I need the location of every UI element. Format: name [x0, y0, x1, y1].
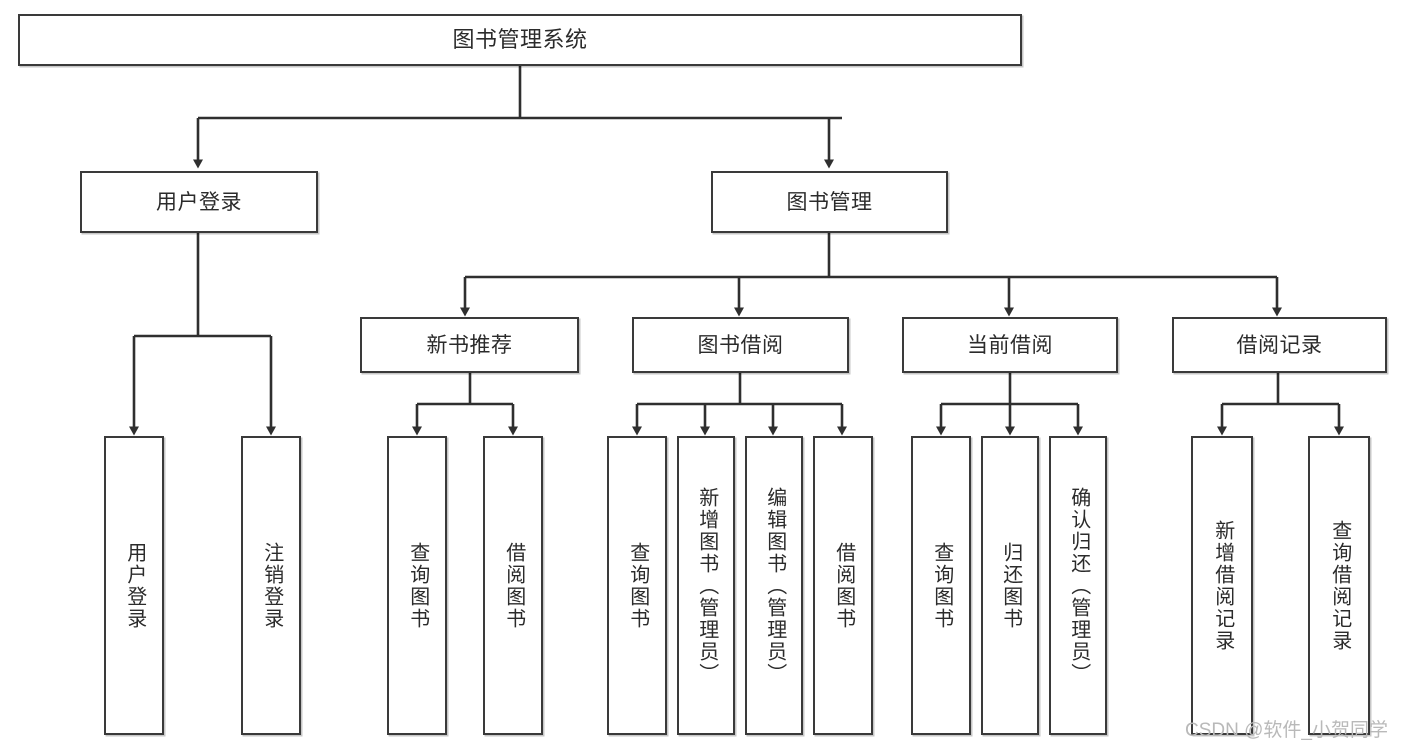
leaf-query-book-current[interactable]: 查询图书: [911, 436, 971, 735]
leaf-edit-book-admin[interactable]: 编辑图书（管理员）: [745, 436, 803, 735]
leaf-query-book-borrow[interactable]: 查询图书: [607, 436, 667, 735]
node-book-management[interactable]: 图书管理: [711, 171, 948, 233]
leaf-borrow-book-recommend[interactable]: 借阅图书: [483, 436, 543, 735]
node-label: 借阅图书: [502, 541, 525, 630]
node-label: 图书管理: [786, 190, 873, 214]
node-label: 用户登录: [123, 541, 146, 630]
leaf-borrow-book[interactable]: 借阅图书: [813, 436, 873, 735]
node-borrow-record[interactable]: 借阅记录: [1172, 317, 1387, 373]
node-new-book-recommend[interactable]: 新书推荐: [360, 317, 579, 373]
leaf-add-borrow-record[interactable]: 新增借阅记录: [1191, 436, 1253, 735]
node-label: 查询图书: [626, 541, 649, 630]
leaf-logout[interactable]: 注销登录: [241, 436, 301, 735]
node-label: 归还图书: [999, 541, 1022, 630]
node-label: 新书推荐: [426, 333, 513, 357]
node-label: 新增借阅记录: [1211, 519, 1234, 652]
leaf-query-book-recommend[interactable]: 查询图书: [387, 436, 447, 735]
node-label: 用户登录: [156, 190, 242, 214]
node-label: 注销登录: [260, 541, 283, 630]
node-current-borrow[interactable]: 当前借阅: [902, 317, 1118, 373]
node-label: 借阅记录: [1236, 333, 1323, 357]
node-label: 当前借阅: [967, 333, 1053, 357]
leaf-query-borrow-record[interactable]: 查询借阅记录: [1308, 436, 1370, 735]
node-label: 确认归还（管理员）: [1067, 486, 1090, 685]
node-label: 查询图书: [406, 541, 429, 630]
node-book-borrow[interactable]: 图书借阅: [632, 317, 849, 373]
leaf-return-book[interactable]: 归还图书: [981, 436, 1039, 735]
node-label: 图书管理系统: [452, 27, 588, 52]
node-label: 图书借阅: [697, 333, 784, 357]
node-label: 编辑图书（管理员）: [763, 486, 786, 685]
leaf-user-login[interactable]: 用户登录: [104, 436, 164, 735]
node-label: 借阅图书: [832, 541, 855, 630]
node-user-login[interactable]: 用户登录: [80, 171, 318, 233]
node-label: 查询图书: [930, 541, 953, 630]
leaf-confirm-return-admin[interactable]: 确认归还（管理员）: [1049, 436, 1107, 735]
leaf-add-book-admin[interactable]: 新增图书（管理员）: [677, 436, 735, 735]
node-root-system[interactable]: 图书管理系统: [18, 14, 1022, 66]
node-label: 新增图书（管理员）: [695, 486, 718, 685]
node-label: 查询借阅记录: [1328, 519, 1351, 652]
